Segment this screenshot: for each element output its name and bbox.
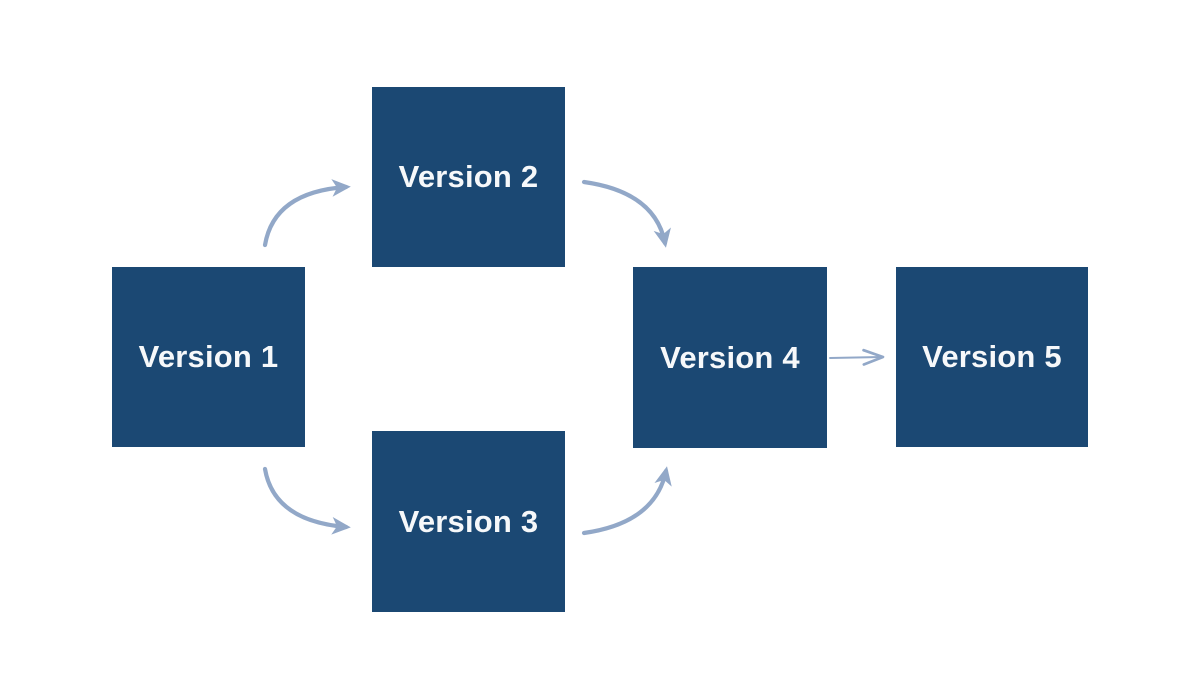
node-version-2: Version 2 xyxy=(372,87,565,267)
node-version-3-label: Version 3 xyxy=(398,503,539,539)
node-version-4-label: Version 4 xyxy=(660,339,800,375)
node-version-5-label: Version 5 xyxy=(922,339,1062,374)
arrow-version4-to-version5 xyxy=(829,348,885,366)
arrow-version2-to-version4 xyxy=(581,179,671,248)
arrow-version1-to-version2 xyxy=(262,179,351,248)
arrow-version1-to-version3 xyxy=(262,466,351,535)
node-version-5: Version 5 xyxy=(896,267,1088,447)
node-version-1-label: Version 1 xyxy=(138,339,279,374)
node-version-4: Version 4 xyxy=(633,267,827,448)
node-version-2-label: Version 2 xyxy=(398,159,539,194)
node-version-3: Version 3 xyxy=(372,431,565,612)
arrow-version3-to-version4 xyxy=(581,466,672,536)
node-version-1: Version 1 xyxy=(112,267,305,447)
